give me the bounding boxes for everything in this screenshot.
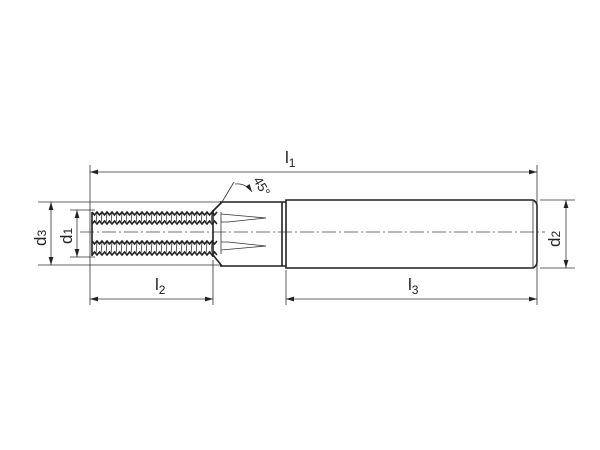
neck	[212, 201, 286, 267]
shank	[285, 199, 538, 269]
dimension-lines	[48, 169, 569, 302]
label-d3: d3	[31, 230, 50, 246]
label-angle: 45°	[250, 174, 273, 199]
label-d1: d1	[57, 228, 76, 244]
label-l2: l2	[155, 275, 166, 297]
label-d2: d2	[545, 231, 564, 247]
extension-lines	[38, 165, 575, 305]
label-l3: l3	[408, 275, 419, 297]
label-l1: l1	[285, 148, 296, 170]
thread-section	[91, 210, 218, 257]
dim-angle	[234, 183, 253, 193]
